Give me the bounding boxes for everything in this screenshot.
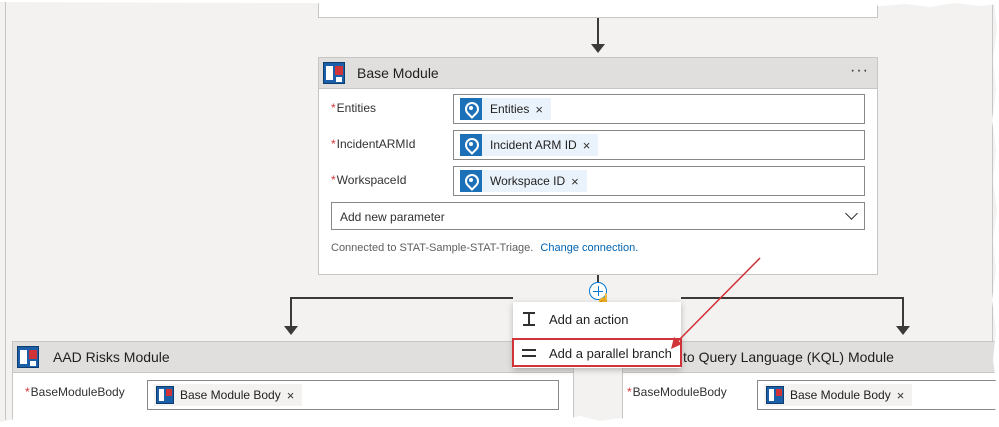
aad-risks-module-card[interactable]: AAD Risks Module *BaseModuleBody Base Mo… [12, 341, 574, 427]
remove-token-icon[interactable]: × [896, 387, 905, 403]
branch-line-left [290, 297, 292, 326]
entities-token[interactable]: Entities × [460, 98, 551, 120]
add-parallel-branch-menu-item[interactable]: Add a parallel branch [513, 337, 681, 369]
connection-text: Connected to STAT-Sample-STAT-Triage. [331, 242, 534, 254]
remove-token-icon[interactable]: × [571, 173, 579, 189]
entities-token-label: Entities [490, 102, 530, 116]
incident-arm-id-field[interactable]: Incident ARM ID × [453, 130, 865, 160]
base-module-title: Base Module [357, 65, 439, 81]
incident-arm-id-token-label: Incident ARM ID [490, 138, 577, 152]
torn-edge-top [0, 0, 999, 7]
insert-step-button[interactable] [589, 282, 607, 300]
add-parameter-label: Add new parameter [340, 210, 445, 224]
incident-arm-id-token[interactable]: Incident ARM ID × [460, 134, 599, 156]
remove-token-icon[interactable]: × [535, 101, 543, 117]
right-base-module-body-token[interactable]: Base Module Body × [764, 384, 913, 406]
insert-step-menu: Add an action Add a parallel branch [513, 302, 681, 368]
branch-line-right [902, 297, 904, 326]
incident-arm-id-label: *IncidentARMId [331, 137, 416, 151]
dynamic-content-icon [460, 170, 482, 192]
remove-token-icon[interactable]: × [582, 137, 591, 153]
branch-arrow-right [896, 326, 910, 335]
change-connection-link[interactable]: Change connection. [540, 242, 639, 254]
right-token-label: Base Module Body [790, 388, 891, 402]
canvas-border-left [5, 0, 6, 420]
workspace-id-token-label: Workspace ID [490, 174, 566, 188]
add-action-menu-item[interactable]: Add an action [513, 303, 681, 335]
add-action-icon [521, 312, 541, 326]
annotation-highlight-box [512, 338, 682, 367]
left-base-module-body-label: *BaseModuleBody [25, 385, 125, 399]
right-base-module-body-label: *BaseModuleBody [627, 385, 727, 399]
workspace-id-field[interactable]: Workspace ID × [453, 166, 865, 196]
torn-edge-bottom [0, 416, 999, 427]
right-base-module-body-field[interactable]: Base Module Body × [757, 380, 999, 410]
stat-module-icon [766, 386, 784, 404]
connector-line-top [597, 18, 599, 44]
workspace-id-label: *WorkspaceId [331, 173, 407, 187]
connection-info: Connected to STAT-Sample-STAT-Triage. Ch… [331, 242, 638, 254]
branch-arrow-left [284, 326, 298, 335]
branch-line-horizontal-left [291, 297, 513, 299]
kql-module-header[interactable]: to Query Language (KQL) Module [623, 342, 999, 373]
left-token-label: Base Module Body [180, 388, 281, 402]
branch-line-horizontal-right [681, 297, 903, 299]
aad-risks-module-header[interactable]: AAD Risks Module [13, 342, 573, 373]
parallel-branch-icon [521, 346, 541, 360]
entities-field[interactable]: Entities × [453, 94, 865, 124]
kql-module-card[interactable]: to Query Language (KQL) Module *BaseModu… [622, 341, 999, 427]
more-options-icon[interactable]: ··· [850, 62, 869, 79]
stat-module-icon [323, 62, 345, 84]
kql-module-title: to Query Language (KQL) Module [683, 349, 894, 365]
entities-label: *Entities [331, 101, 377, 115]
base-module-header[interactable]: Base Module ··· [319, 58, 877, 89]
add-parallel-branch-label: Add a parallel branch [549, 345, 672, 361]
canvas-border-right [992, 0, 993, 420]
workspace-id-token[interactable]: Workspace ID × [460, 170, 587, 192]
left-base-module-body-field[interactable]: Base Module Body × [147, 380, 559, 410]
left-base-module-body-token[interactable]: Base Module Body × [154, 384, 303, 406]
aad-risks-module-title: AAD Risks Module [53, 349, 170, 365]
stat-module-icon [156, 386, 174, 404]
torn-edge-right [992, 0, 999, 427]
stat-module-icon [17, 346, 39, 368]
connector-arrow-top [591, 44, 605, 53]
remove-token-icon[interactable]: × [286, 387, 295, 403]
base-module-card[interactable]: Base Module ··· *Entities Entities × *In… [318, 57, 878, 275]
dynamic-content-icon [460, 98, 482, 120]
connector-line-mid [597, 275, 599, 283]
dynamic-content-icon [460, 134, 482, 156]
add-parameter-dropdown[interactable]: Add new parameter [331, 202, 865, 230]
add-action-label: Add an action [549, 311, 629, 327]
